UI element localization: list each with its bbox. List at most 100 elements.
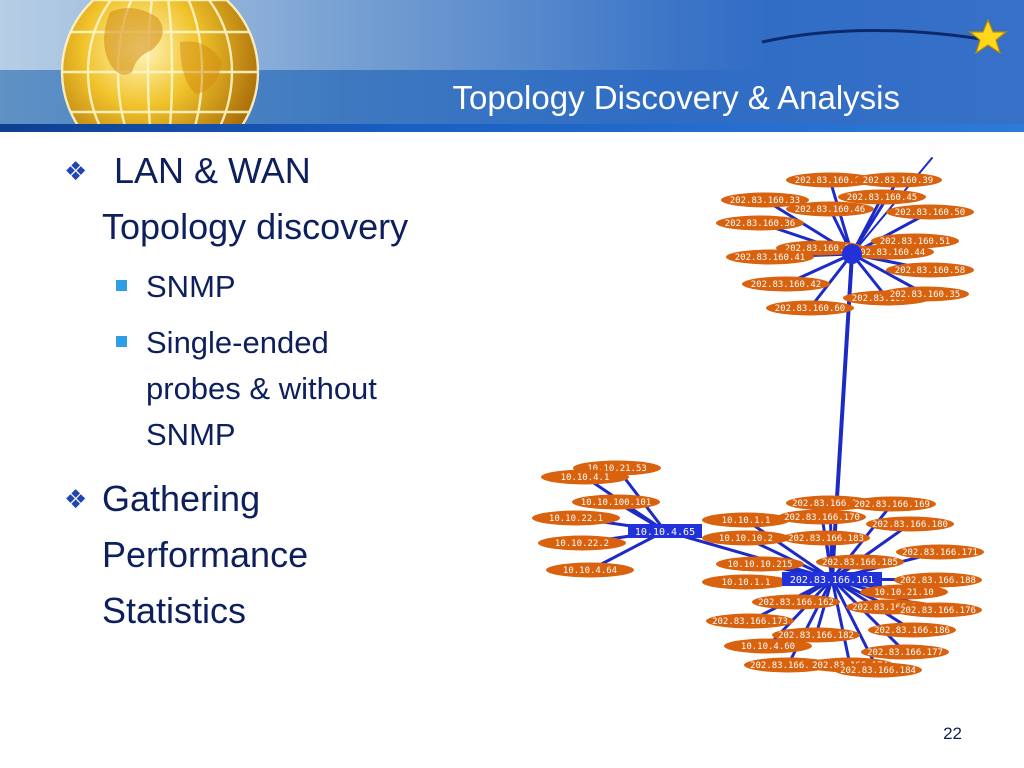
graph-hub-right-label: 202.83.166.161	[790, 575, 874, 586]
graph-node-label: 202.83.160.51	[880, 237, 950, 247]
graph-hub-top	[842, 244, 862, 264]
graph-node-shape	[786, 201, 874, 217]
graph-node: 202.83.160.36	[716, 215, 804, 231]
slide-title: Topology Discovery & Analysis	[452, 79, 900, 116]
edge-spoke	[828, 178, 854, 256]
graph-node-label: 202.83.160.60	[775, 304, 845, 314]
graph-hub-left-box	[628, 524, 702, 538]
graph-node-label: 202.83.160.36	[725, 219, 795, 229]
graph-node-shape	[742, 276, 830, 292]
graph-hub-right-box	[782, 572, 882, 586]
graph-node-label: 10.10.4.64	[563, 566, 617, 576]
graph-hubs: 10.10.4.65 202.83.166.161	[628, 244, 882, 586]
bullet-2-line-1: Gathering	[102, 478, 261, 519]
graph-node-shape	[546, 562, 634, 578]
graph-node: 10.10.100.101	[572, 494, 660, 510]
graph-node: 202.83.166.187	[744, 657, 832, 673]
diamond-bullet-icon: ❖	[64, 156, 88, 186]
graph-node: 10.10.4.64	[546, 562, 634, 578]
graph-node-label: 202.83.166.171	[902, 548, 978, 558]
edge-spoke	[744, 518, 834, 581]
graph-node: 10.10.10.2	[702, 530, 790, 546]
sub-bullet-2-line-3: SNMP	[146, 417, 236, 452]
graph-node: 202.83.166.171	[896, 544, 984, 560]
graph-node-label: 202.83.166.177	[867, 648, 943, 658]
graph-node: 10.10.1.1	[702, 574, 790, 590]
graph-node: 202.83.166.162	[752, 594, 840, 610]
graph-node-shape	[716, 556, 804, 572]
graph-hub-left: 10.10.4.65	[628, 524, 702, 538]
graph-node-label: 202.83.160.40	[852, 294, 922, 304]
graph-node: 202.83.160.46	[786, 201, 874, 217]
graph-node: 202.83.166.180	[866, 516, 954, 532]
graph-node: 202.83.166.169	[848, 496, 936, 512]
graph-node: 202.83.160.35	[881, 286, 969, 302]
graph-node-label: 10.10.100.101	[581, 498, 651, 508]
graph-hub-left-label: 10.10.4.65	[635, 527, 695, 538]
graph-hub-right: 202.83.166.161	[782, 572, 882, 586]
graph-node-label: 202.83.166.188	[900, 576, 976, 586]
graph-node-label: 202.83.166.182	[778, 631, 854, 641]
graph-node-shape	[861, 644, 949, 660]
graph-node-shape	[786, 172, 874, 188]
graph-node-shape	[702, 512, 790, 528]
edge-spoke	[808, 252, 854, 310]
graph-node-label: 10.10.22.2	[555, 539, 609, 549]
graph-node-label: 202.83.160.45	[847, 193, 917, 203]
graph-node-shape	[854, 172, 942, 188]
graph-node-shape	[702, 530, 790, 546]
bullet-1-line-2: Topology discovery	[102, 206, 409, 247]
graph-node-label: 10.10.22.1	[549, 514, 603, 524]
swoosh-star-decoration	[761, 18, 1008, 55]
bullet-1-line-1: LAN & WAN	[114, 150, 311, 191]
graph-node-shape	[838, 189, 926, 205]
graph-node: 202.83.160.65	[786, 172, 874, 188]
graph-node: 202.83.160.41	[726, 249, 814, 265]
graph-node: 10.10.4.1	[541, 469, 629, 485]
graph-node: 10.10.21.10	[860, 584, 948, 600]
graph-node: 202.83.160.58	[886, 262, 974, 278]
graph-node-shape	[702, 574, 790, 590]
graph-node: 202.83.166.182	[772, 627, 860, 643]
globe-logo-icon	[60, 0, 260, 132]
graph-node-shape	[896, 544, 984, 560]
graph-node-label: 10.10.10.2	[719, 534, 773, 544]
graph-node: 202.83.160.33	[721, 192, 809, 208]
slide-header: Topology Discovery & Analysis	[0, 0, 1024, 132]
graph-node-shape	[572, 494, 660, 510]
graph-node: 202.83.160.39	[854, 172, 942, 188]
graph-node-label: 202.83.160.50	[895, 208, 965, 218]
graph-node-shape	[860, 584, 948, 600]
graph-node: 202.83.166.173	[706, 613, 794, 629]
graph-node-shape	[716, 215, 804, 231]
graph-node-shape	[848, 496, 936, 512]
graph-node-shape	[532, 510, 620, 526]
graph-node-label: 202.83.166.185	[822, 558, 898, 568]
graph-node-shape	[868, 622, 956, 638]
bullet-2-line-2: Performance	[102, 534, 309, 575]
graph-node-label: 202.83.160.42	[751, 280, 821, 290]
graph-node: 202.83.166.184	[834, 662, 922, 678]
graph-node-label: 202.83.166.162	[758, 598, 834, 608]
edge-spoke	[830, 577, 852, 667]
graph-node-shape	[538, 535, 626, 551]
graph-node-label: 202.83.166.181	[792, 499, 868, 509]
graph-node: 10.10.1.1	[702, 512, 790, 528]
edge-backbone	[663, 529, 834, 581]
graph-node-label: 10.10.1.1	[722, 516, 771, 526]
graph-node-shape	[846, 244, 934, 260]
graph-node-shape	[772, 627, 860, 643]
sub-bullet-1: SNMP	[146, 269, 236, 304]
graph-node-shape	[706, 613, 794, 629]
graph-node-label: 202.83.166.169	[854, 500, 930, 510]
bullet-2-line-3: Statistics	[102, 590, 247, 631]
graph-node-label: 202.83.160.33	[730, 196, 800, 206]
sub-bullet-2-line-1: Single-ended	[146, 325, 329, 360]
graph-node-label: 10.10.4.1	[561, 473, 610, 483]
graph-node-shape	[766, 300, 854, 316]
graph-node-shape	[724, 638, 812, 654]
graph-node-shape	[778, 509, 866, 525]
graph-node: 202.83.160.42	[742, 276, 830, 292]
graph-node-shape	[816, 554, 904, 570]
graph-node-label: 202.83.160.65	[795, 176, 865, 186]
